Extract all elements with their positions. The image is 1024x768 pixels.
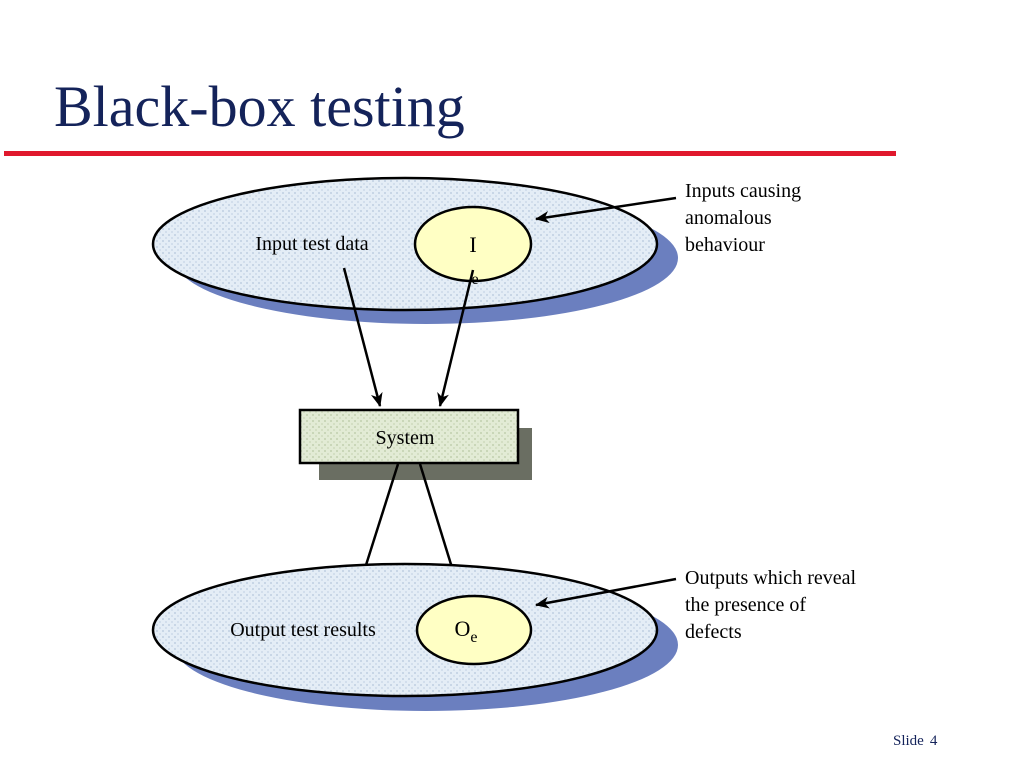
system-box: System [298,408,532,480]
input-set-label: Input test data [255,233,368,255]
output-subset-subscript: e [470,629,477,646]
output-set-ellipse [151,562,659,698]
output-subset-ellipse [415,594,533,666]
arrow-input-to-system-left [342,267,383,407]
output-annotation: Outputs which reveal the presence of def… [685,567,861,643]
annotation-arrow-inputs [535,196,677,224]
annotation-arrow-outputs [535,577,677,609]
output-annotation-line-2: the presence of [685,594,806,616]
output-annotation-line-3: defects [685,621,742,643]
input-set-ellipse [151,176,659,312]
input-subset-ellipse [413,205,533,283]
slide-title: Black-box testing [54,74,465,139]
input-subset: I e [413,205,533,288]
output-set: Output test results [151,562,678,711]
input-annotation-line-3: behaviour [685,234,765,256]
output-set-label: Output test results [230,619,376,641]
output-subset-letter: O [455,616,471,641]
system-box-rect [298,408,520,465]
slide-footer-label: Slide [893,733,924,749]
input-annotation-line-1: Inputs causing [685,180,801,202]
title-underline-rule [4,151,896,156]
output-subset-label: Oe [455,616,478,646]
output-subset: Oe [415,594,533,666]
arrow-input-to-system-right [437,269,475,407]
slide-footer: Slide 4 [893,733,943,750]
input-subset-subscript: e [471,271,478,288]
input-annotation-line-2: anomalous [685,207,772,229]
slide-number: 4 [929,733,938,749]
system-label: System [376,427,435,449]
output-annotation-line-1: Outputs which reveal [685,567,857,589]
input-annotation: Inputs causing anomalous behaviour [685,180,806,256]
input-subset-label: I [469,232,476,257]
